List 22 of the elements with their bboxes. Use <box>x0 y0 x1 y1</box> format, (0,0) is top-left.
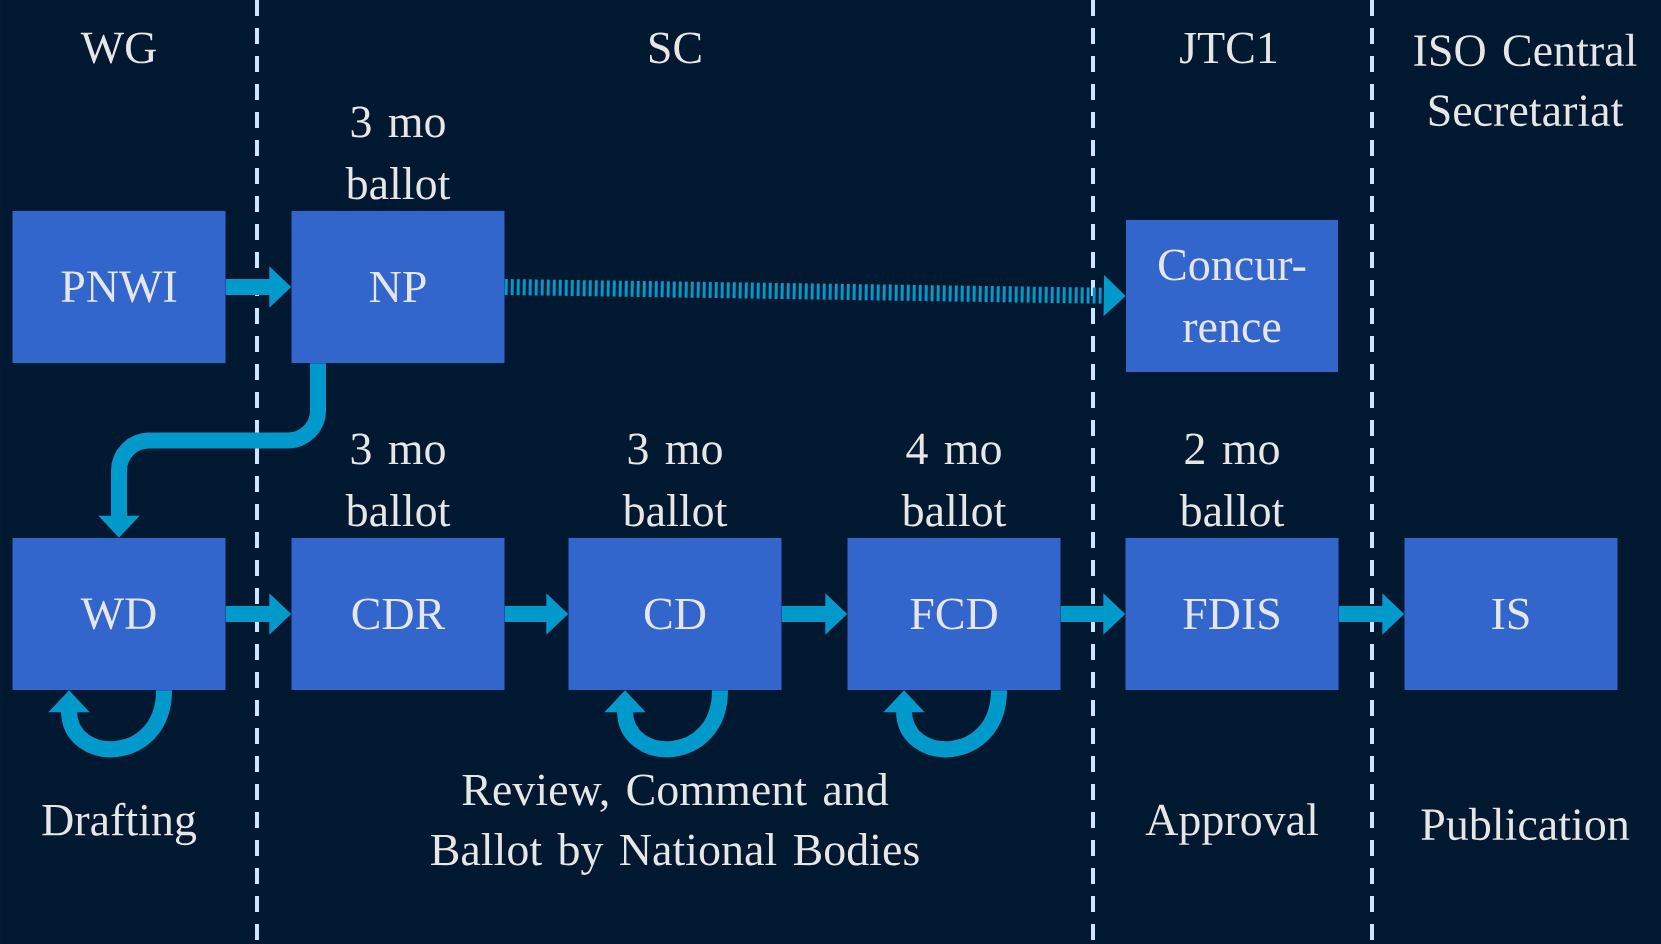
duration-label: 4 mo ballot <box>901 433 1007 527</box>
column-label: SC <box>649 32 701 64</box>
column-label: WG <box>80 32 156 64</box>
process-box: IS <box>1404 538 1618 690</box>
process-box: FDIS <box>1125 538 1339 690</box>
column-label: ISO Central Secretariat <box>1414 33 1637 127</box>
column-label: Drafting <box>42 802 197 846</box>
column-label: Review, Comment and Ballot by National Bodies <box>431 773 919 875</box>
process-box: PNWI <box>12 211 226 363</box>
process-box: FCD <box>847 538 1061 690</box>
process-box: CD <box>568 538 782 690</box>
duration-label: 3 mo ballot <box>345 433 451 527</box>
duration-label: 3 mo ballot <box>622 433 728 527</box>
process-box: WD <box>12 538 226 690</box>
column-label: Approval <box>1145 803 1318 845</box>
column-label: JTC1 <box>1180 32 1277 64</box>
duration-label: 3 mo ballot <box>345 106 451 200</box>
duration-label: 2 mo ballot <box>1179 433 1285 527</box>
process-box: Concur- rence <box>1126 220 1338 372</box>
process-box: CDR <box>291 538 505 690</box>
process-box: NP <box>291 211 505 363</box>
column-label: Publication <box>1421 807 1630 841</box>
